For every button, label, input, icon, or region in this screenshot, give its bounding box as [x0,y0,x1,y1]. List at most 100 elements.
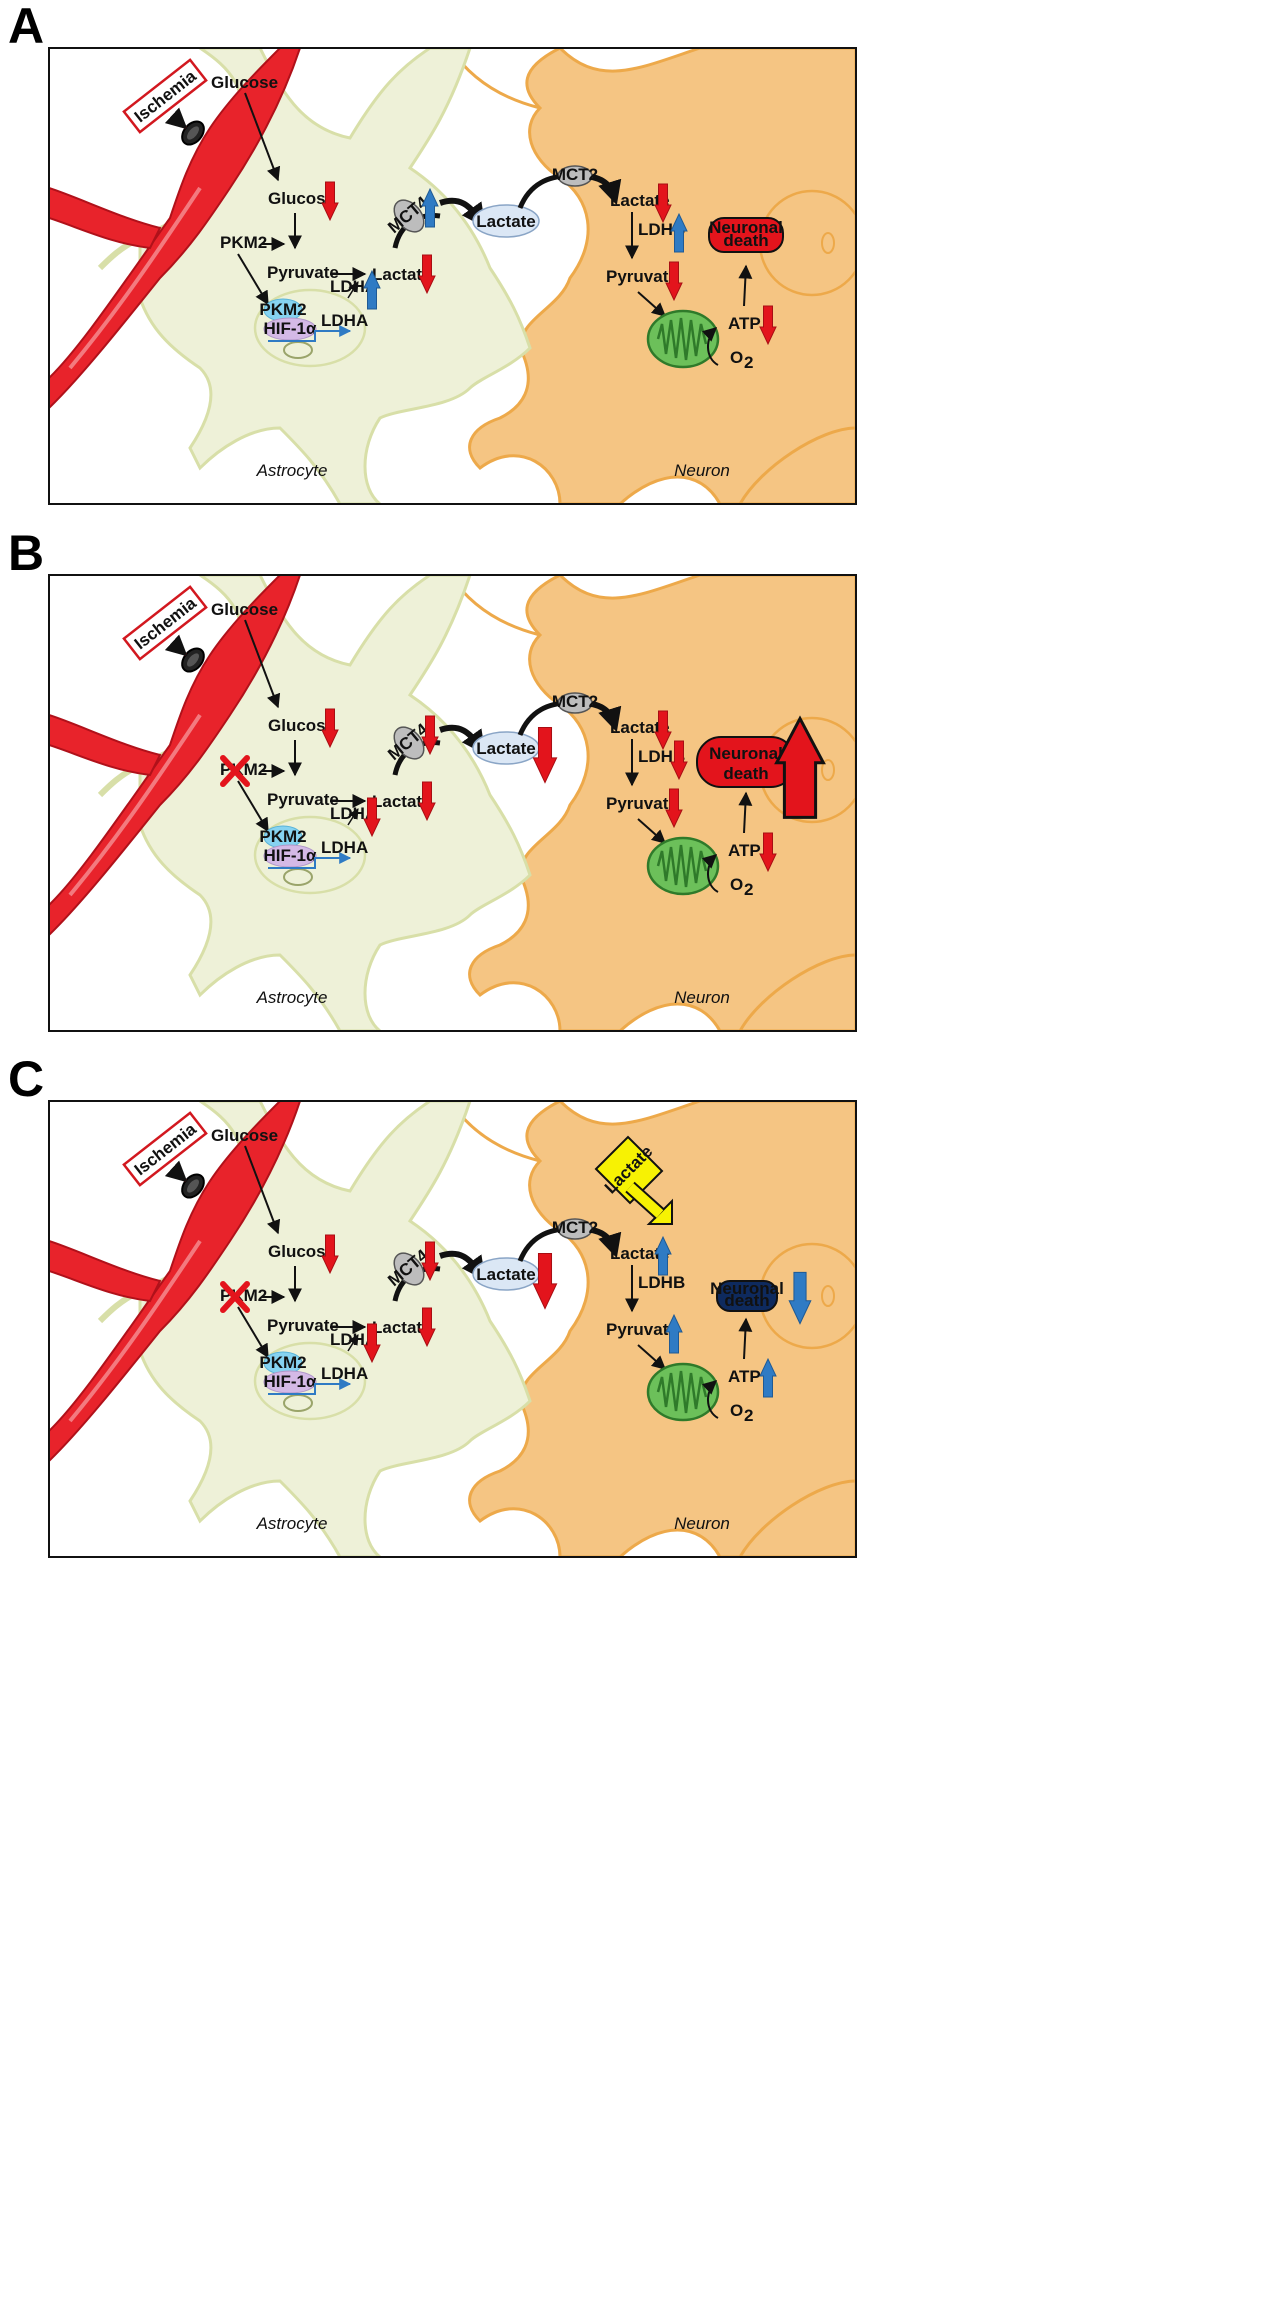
neuronal-death-label: Neuronal [710,1279,784,1298]
ldhb-level-arrow [670,212,688,253]
pkm2-inhibition-x-icon [220,755,250,787]
neuron-pyruvate-arrow [665,1313,683,1354]
neuron-dendrite [738,953,856,1031]
panel-letter: A [8,0,44,54]
ldhb-level-arrow [670,740,688,781]
mct2-transporter-icon [557,1218,593,1240]
mct2-transporter-icon [557,692,593,714]
pyruvate-to-mitochondria-arrow [637,1344,667,1370]
neuron-pyruvate-label: Pyruvate [606,794,678,813]
neuron-pyruvate-label: Pyruvate [606,1320,678,1339]
ischemia-arrow [164,1160,188,1183]
neuron-label: Neuron [674,461,730,480]
neuron-body [468,575,856,1031]
ldha-gene-label: LDHA [321,311,368,330]
ldha-level-arrow [363,269,381,310]
mct4-level-arrow [421,187,439,228]
mct2-label: MCT2 [552,692,598,711]
pkm2-nuclear-arrow [237,1306,269,1359]
astrocyte-pyruvate-label: Pyruvate [267,263,339,282]
glucose-transport-arrow [244,92,281,182]
pkm2-protein-label: PKM2 [259,300,306,319]
neuron-nucleolus [821,759,835,781]
atp-label: ATP [728,841,761,860]
atp-level-arrow [759,832,777,873]
lactate-level-arrow [418,781,436,822]
vessel-highlight [68,713,202,897]
astrocyte-label: Astrocyte [256,1514,328,1533]
neuron-pyruvate-label: Pyruvate [606,267,678,286]
ldha-catalysis-arrow [347,1334,359,1352]
neuronal-death-label-2: death [723,231,768,250]
neuronal-death-label: Neuronal [709,744,783,763]
neuronal-death-label-2: death [724,1291,769,1310]
ldha-gene-label: LDHA [321,1364,368,1383]
astrocyte-glucose-label: Glucose [268,189,335,208]
glucose-level-arrow [321,708,339,749]
astrocyte-nucleus [253,288,367,368]
lactate-supplement-box [594,1135,664,1205]
lactate-level-arrow [418,254,436,295]
mct4-transporter-icon [393,199,425,233]
neuron-body [468,1101,856,1557]
mitochondrion-cristae [656,844,708,888]
ldha-gene-transcription-arrow [268,325,352,342]
panel-frame [48,47,857,505]
glucose-blood-label: Glucose [211,1126,278,1145]
neuron-lactate-arrow [654,183,672,224]
pyruvate-to-mitochondria-arrow [637,291,667,317]
ischemia-box [122,58,208,134]
panel-letter: B [8,525,44,581]
neuronal-death-box [708,217,784,253]
extracellular-lactate-label: Lactate [476,1265,536,1284]
neuron-lactate-arrow [654,710,672,751]
o2-to-atp-arrow [701,327,719,366]
astrocyte-pyruvate-label: Pyruvate [267,1316,339,1335]
neuron-label: Neuron [674,1514,730,1533]
neuron-dendrite [738,426,856,504]
lactate-supplement-shaft [626,1183,664,1218]
ldhb-enzyme-label: LDHB [638,747,685,766]
neuron-nucleolus [821,1285,835,1307]
atp-to-death-arrow [738,264,753,307]
clamp-icon-inner [187,126,199,140]
pkm2-label: PKM2 [220,233,267,252]
ischemia-box [122,585,208,661]
hif1a-label: HIF-1α [264,1372,318,1391]
panel-letter: C [8,1051,44,1107]
glucose-transport-arrow [244,619,281,709]
astrocyte-label: Astrocyte [256,461,328,480]
mct4-level-arrow [421,1241,439,1282]
atp-label: ATP [728,314,761,333]
glucose-blood-label: Glucose [211,73,278,92]
ldha-catalysis-arrow [347,281,359,299]
neuronal-death-level-arrow [774,715,826,819]
mct4-transporter-icon [393,726,425,760]
glucose-transport-arrow [244,1145,281,1235]
extracellular-lactate-label: Lactate [476,212,536,231]
o2-to-atp-arrow [701,854,719,893]
clamp-icon-inner [187,653,199,667]
blood-vessel-branch [49,713,162,777]
mct4-level-arrow [421,715,439,756]
neuron-lactate-label: Lactate [610,1244,670,1263]
neuron-pyruvate-arrow [665,788,683,829]
ldha-gene-label: LDHA [321,838,368,857]
ldha-catalysis-arrow [347,808,359,826]
mct2-label: MCT2 [552,1218,598,1237]
pkm2-nuclear-arrow [237,780,269,833]
neuronal-death-level-arrow [788,1271,812,1325]
blood-vessel-branch [49,186,162,250]
neuron-nucleolus [821,232,835,254]
neuronal-death-label: Neuronal [709,218,783,237]
astrocyte-glucose-label: Glucose [268,1242,335,1261]
pkm2-nuclear-arrow [237,253,269,306]
lactate-supplement-arrow: Lactate [594,1135,673,1225]
ischemia-box [122,1111,208,1187]
pyruvate-to-mitochondria-arrow [637,818,667,844]
